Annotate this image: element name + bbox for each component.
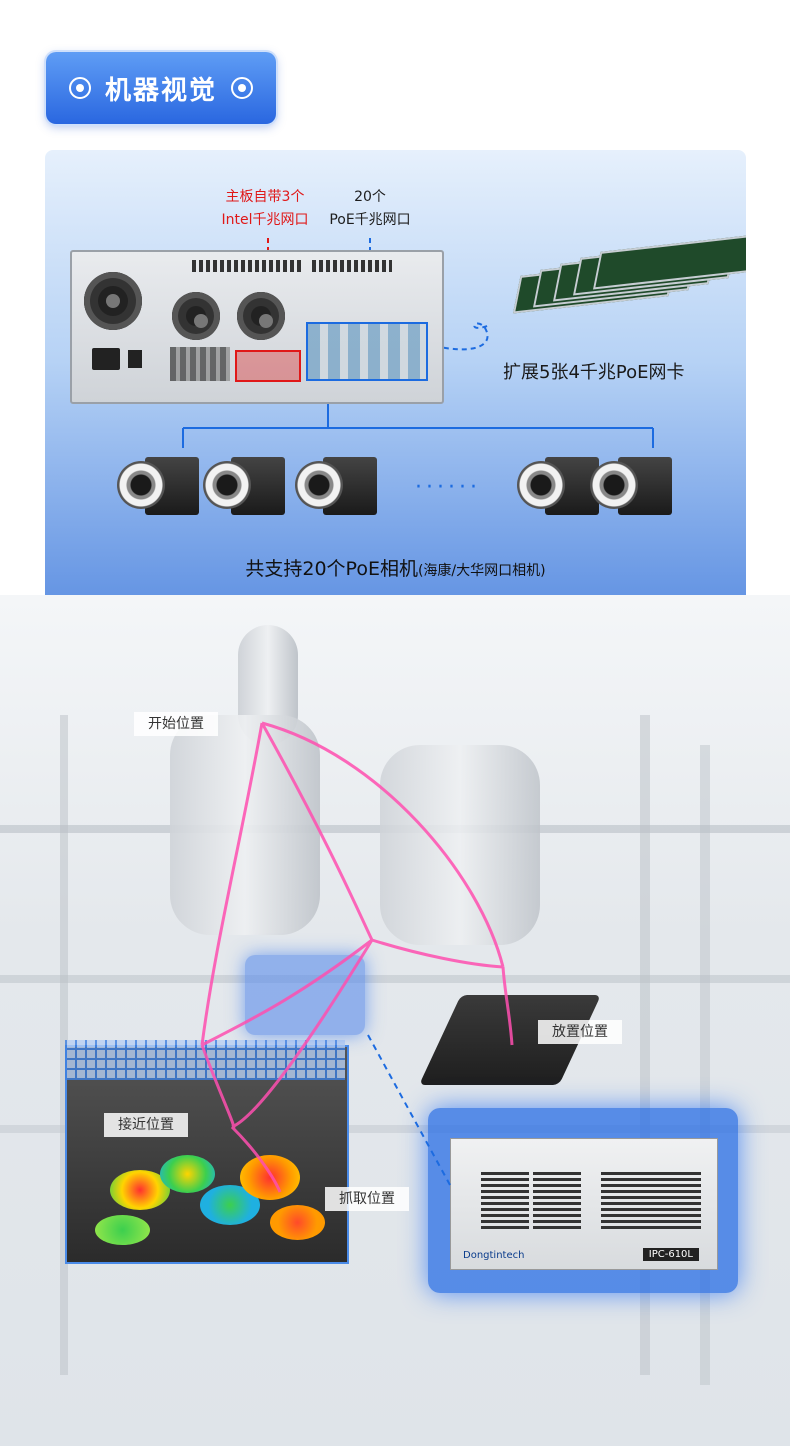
network-diagram-panel: 主板自带3个 Intel千兆网口 20个 PoE千兆网口 扩展5张4千兆PoE网… — [45, 150, 746, 620]
poe-camera-icon — [203, 455, 285, 517]
start-position-tag: 开始位置 — [134, 712, 218, 736]
poe-camera-icon — [517, 455, 599, 517]
section-title-badge: 机器视觉 — [46, 52, 276, 124]
cameras-caption-main: 共支持20个PoE相机 — [245, 558, 418, 580]
poe-ports-label-2: PoE千兆网口 — [329, 212, 411, 228]
psu-fan-icon — [84, 272, 142, 330]
ipc-brand: Dongtintech — [463, 1250, 525, 1261]
power-switch-icon — [128, 350, 142, 368]
onboard-ports-label-2: Intel千兆网口 — [221, 212, 309, 228]
cameras-caption-note: (海康/大华网口相机) — [417, 563, 546, 579]
vision-highlight-box — [245, 955, 365, 1035]
robot-trajectory-paths — [200, 721, 514, 1193]
poe-camera-icon — [590, 455, 672, 517]
vent-grille — [192, 260, 302, 272]
industrial-pc-rear-panel — [70, 250, 444, 404]
section-title: 机器视觉 — [104, 75, 217, 106]
fan-icon — [237, 292, 285, 340]
more-cameras-ellipsis: ······ — [415, 475, 481, 500]
robot-arm — [170, 715, 320, 935]
industrial-pc-front: Dongtintech IPC-610L — [450, 1138, 718, 1270]
onboard-ports-label-1: 主板自带3个 — [225, 189, 305, 205]
onboard-lan-ports-highlight — [235, 350, 301, 382]
approach-position-tag: 接近位置 — [104, 1113, 188, 1137]
io-ports — [170, 347, 230, 381]
poe-ports-highlight — [306, 322, 428, 381]
place-position-tag: 放置位置 — [538, 1020, 622, 1044]
ipc-model: IPC-610L — [642, 1248, 699, 1261]
robot-arm — [380, 745, 540, 945]
expansion-cards-label: 扩展5张4千兆PoE网卡 — [503, 362, 685, 383]
grab-position-tag: 抓取位置 — [325, 1187, 409, 1211]
fan-icon — [172, 292, 220, 340]
bin-rim — [65, 1040, 345, 1080]
industrial-pc-highlight: Dongtintech IPC-610L — [428, 1108, 738, 1293]
target-icon — [231, 77, 253, 99]
cameras-caption: 共支持20个PoE相机(海康/大华网口相机) — [45, 554, 746, 581]
vent-grille — [312, 260, 392, 272]
target-icon — [68, 77, 91, 99]
poe-camera-icon — [295, 455, 377, 517]
robot-picking-scene: Dongtintech IPC-610L 开始位置 放置位置 接近位置 抓取位置 — [0, 595, 790, 1446]
poe-camera-icon — [117, 455, 199, 517]
poe-ports-label-1: 20个 — [354, 189, 386, 205]
power-socket-icon — [92, 348, 120, 370]
